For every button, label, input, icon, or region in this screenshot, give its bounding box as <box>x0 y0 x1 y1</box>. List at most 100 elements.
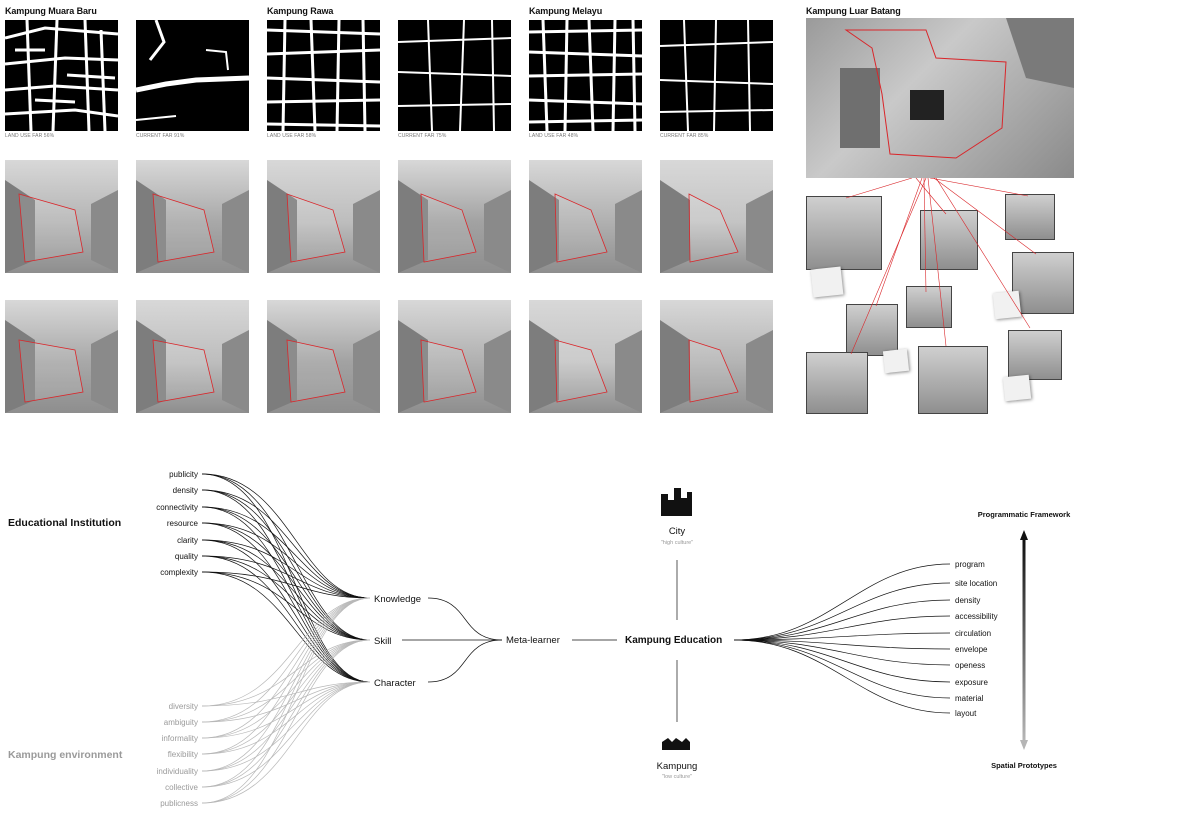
far-label-rawa-land: LAND USE FAR 58% <box>267 133 317 139</box>
connection-curve <box>201 571 371 599</box>
spatial-attribute: program <box>955 560 985 569</box>
connection-curve <box>201 522 371 683</box>
street-photo <box>136 300 249 413</box>
connection-curve <box>427 639 503 683</box>
connection-curve <box>201 639 371 707</box>
street-photo <box>136 160 249 273</box>
kampung-icon <box>662 738 690 750</box>
kampung-education-diagram: Educational Institution Kampung environm… <box>8 470 1071 808</box>
institution-attribute: density <box>173 486 198 495</box>
luar-batang-photo <box>1012 252 1074 314</box>
connection-curve <box>733 639 951 666</box>
far-label-rawa-current: CURRENT FAR 75% <box>398 133 447 139</box>
kampung-attribute: ambiguity <box>164 718 198 727</box>
connection-curve <box>733 639 951 714</box>
street-photo <box>660 160 773 273</box>
connection-curve <box>733 615 951 641</box>
spatial-attribute: accessibility <box>955 612 998 621</box>
kampung-label: Kampung <box>657 761 698 772</box>
connection-curve <box>201 473 371 641</box>
current-map-muara-baru <box>136 20 249 131</box>
current-map-melayu <box>660 20 773 131</box>
far-label-muara-baru-current: CURRENT FAR 91% <box>136 133 185 139</box>
luar-batang-photo <box>806 196 882 270</box>
educational-institution-label: Educational Institution <box>8 517 121 529</box>
kampung-attribute: individuality <box>157 767 198 776</box>
kampung-title-melayu: Kampung Melayu <box>529 6 603 16</box>
institution-attribute: resource <box>167 519 199 528</box>
connection-curve <box>201 681 371 707</box>
spatial-prototypes-label: Spatial Prototypes <box>991 761 1057 770</box>
connection-curve <box>201 597 371 723</box>
luar-batang-photo <box>1005 194 1055 240</box>
connection-curve <box>427 597 503 641</box>
spatial-attribute: material <box>955 694 984 703</box>
street-photo <box>529 300 642 413</box>
connection-curve <box>201 639 371 755</box>
spatial-attribute: density <box>955 596 980 605</box>
city-sub-label: "high culture" <box>661 540 693 546</box>
connection-curve <box>201 597 371 772</box>
connection-curve <box>201 506 371 641</box>
connection-curve <box>733 639 951 699</box>
node-knowledge: Knowledge <box>374 594 421 605</box>
connection-curve <box>201 639 371 804</box>
street-photo <box>5 160 118 273</box>
far-label-melayu-current: CURRENT FAR 85% <box>660 133 709 139</box>
street-photo <box>660 300 773 413</box>
connection-curve <box>733 599 951 641</box>
luar-batang-photo <box>920 210 978 270</box>
street-photo <box>529 160 642 273</box>
street-photo <box>398 160 511 273</box>
kampung-attribute: flexibility <box>168 750 198 759</box>
spectrum-axis-arrow <box>1020 530 1028 750</box>
connection-curve <box>201 571 371 641</box>
luar-batang-photo <box>918 346 988 414</box>
connection-curve <box>201 597 371 788</box>
connection-curve <box>733 582 951 641</box>
meta-learner-node: Meta-learner <box>506 635 560 646</box>
institution-attribute: quality <box>175 552 198 561</box>
connection-curve <box>733 639 951 683</box>
programmatic-framework-label: Programmatic Framework <box>978 510 1071 519</box>
connection-curve <box>201 681 371 755</box>
connection-curve <box>201 489 371 683</box>
connection-curve <box>201 597 371 804</box>
spatial-attribute: site location <box>955 579 997 588</box>
connection-curve <box>201 555 371 641</box>
connection-curve <box>201 555 371 599</box>
node-skill: Skill <box>374 636 391 647</box>
far-label-muara-baru-land: LAND USE FAR 56% <box>5 133 55 139</box>
connection-curve <box>201 639 371 723</box>
spatial-attribute: openess <box>955 661 985 670</box>
current-map-rawa <box>398 20 511 131</box>
connection-curve <box>201 522 371 641</box>
connection-curve <box>201 681 371 788</box>
city-icon <box>661 488 692 516</box>
connection-curve <box>201 639 371 788</box>
connection-curve <box>201 681 371 804</box>
connection-curve <box>201 681 371 739</box>
connection-curve <box>201 539 371 599</box>
connection-curve <box>201 506 371 599</box>
spatial-attribute: circulation <box>955 629 991 638</box>
kampung-attribute: collective <box>165 783 198 792</box>
connection-curve <box>201 506 371 683</box>
land-use-map-melayu <box>529 20 642 131</box>
connection-curve <box>201 681 371 772</box>
connection-curve <box>201 539 371 683</box>
luar-batang-photo <box>1008 330 1062 380</box>
kampung-education-node: Kampung Education <box>625 635 722 646</box>
kampung-sub-label: "low culture" <box>662 774 692 780</box>
node-character: Character <box>374 678 416 689</box>
connection-curve <box>201 681 371 723</box>
street-photo <box>398 300 511 413</box>
kampung-title-luar-batang: Kampung Luar Batang <box>806 6 901 16</box>
institution-attribute: connectivity <box>156 503 198 512</box>
spatial-attribute: envelope <box>955 645 988 654</box>
connection-curve <box>201 473 371 599</box>
spatial-attribute: exposure <box>955 678 988 687</box>
connection-curve <box>201 489 371 641</box>
connection-curve <box>201 597 371 755</box>
connection-curve <box>733 563 951 641</box>
